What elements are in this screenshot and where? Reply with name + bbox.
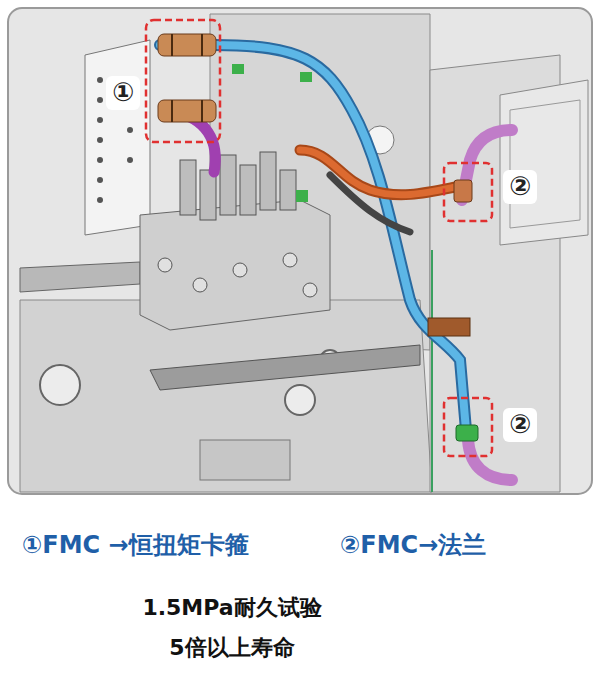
left-plate bbox=[85, 40, 150, 235]
hole bbox=[97, 157, 103, 163]
valve-plugs bbox=[158, 253, 317, 297]
clamp-band bbox=[171, 34, 173, 56]
caption-text: ②FMC→法兰 bbox=[340, 531, 486, 560]
base-block bbox=[200, 440, 290, 480]
caption-text: ①FMC →恒扭矩卡箍 bbox=[22, 531, 249, 560]
hole bbox=[97, 77, 103, 83]
plug bbox=[283, 253, 297, 267]
hole bbox=[97, 197, 103, 203]
clamp-band bbox=[171, 100, 173, 122]
plug bbox=[303, 283, 317, 297]
base-plate bbox=[20, 300, 432, 492]
cylinder bbox=[280, 170, 296, 210]
plug bbox=[158, 258, 172, 272]
plug bbox=[193, 278, 207, 292]
clamp-body bbox=[158, 34, 216, 56]
note-text: 1.5MPa耐久试验 bbox=[142, 595, 321, 621]
clamp bbox=[158, 100, 216, 122]
plug bbox=[233, 263, 247, 277]
clamp-body bbox=[158, 100, 216, 122]
highlight-box bbox=[444, 163, 492, 221]
callout-ground bbox=[503, 408, 537, 442]
clamp-band bbox=[201, 34, 203, 56]
dark-hose bbox=[330, 175, 410, 232]
purple-pipe bbox=[468, 440, 512, 480]
cylinder bbox=[240, 165, 256, 215]
clamp-band bbox=[201, 100, 203, 122]
callout-number: ② bbox=[509, 171, 531, 202]
ledge bbox=[20, 262, 140, 292]
hose-bracket bbox=[428, 318, 470, 336]
callout-number: ② bbox=[509, 409, 531, 440]
base-bar bbox=[150, 345, 420, 390]
green-fitting bbox=[232, 64, 244, 74]
hose-outline bbox=[300, 150, 460, 195]
base-hole bbox=[285, 385, 315, 415]
cylinder bbox=[200, 170, 216, 220]
clamp bbox=[158, 34, 216, 56]
highlight-box bbox=[146, 20, 220, 142]
green-fitting bbox=[296, 190, 308, 202]
highlight-box bbox=[444, 398, 492, 456]
hole bbox=[97, 97, 103, 103]
right-box-edge bbox=[510, 100, 580, 228]
green-wire bbox=[431, 250, 433, 492]
hole bbox=[127, 127, 133, 133]
callout-ground bbox=[503, 170, 537, 204]
cylinder bbox=[220, 155, 236, 215]
cylinder bbox=[180, 160, 196, 215]
valve-block bbox=[140, 200, 330, 330]
callout-ground bbox=[106, 76, 140, 110]
flange-fitting bbox=[454, 180, 472, 202]
hole bbox=[97, 177, 103, 183]
orange-hose bbox=[300, 150, 460, 195]
hole bbox=[97, 137, 103, 143]
right-box bbox=[500, 80, 588, 245]
plate-holes bbox=[97, 77, 133, 203]
base-hole bbox=[40, 365, 80, 405]
green-fitting bbox=[300, 72, 312, 82]
cylinder bbox=[260, 152, 276, 210]
green-fitting bbox=[456, 425, 478, 441]
valve-cylinders bbox=[180, 152, 296, 220]
note-text: 5倍以上寿命 bbox=[169, 635, 294, 661]
callout-number: ① bbox=[112, 77, 134, 108]
picture-frame bbox=[8, 8, 592, 494]
hole bbox=[97, 117, 103, 123]
hole bbox=[127, 157, 133, 163]
